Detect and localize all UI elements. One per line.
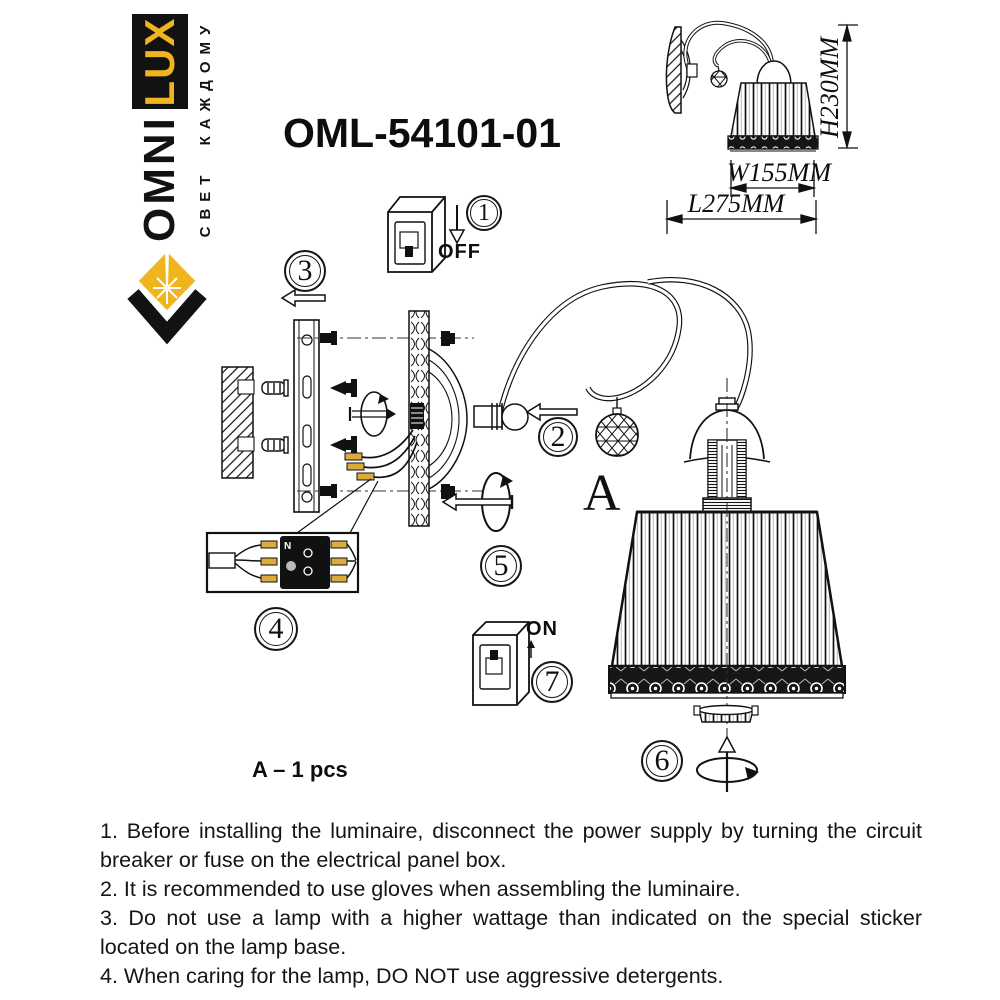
- dimension-lines: [664, 23, 858, 234]
- step-1-number: 1: [470, 199, 498, 227]
- brand-name-omni: OMNI: [135, 115, 184, 242]
- switch-on-label: ON: [526, 618, 558, 640]
- instruction-item-4: 4. When caring for the lamp, DO NOT use …: [100, 964, 724, 988]
- bracket-drawing: [293, 319, 320, 513]
- step-5-badge: 5: [480, 545, 522, 587]
- finial-drawing: [693, 704, 759, 792]
- logo-mark: [127, 246, 207, 345]
- dim-height-label: H230MM: [812, 25, 848, 150]
- instructions-list: 1. Before installing the luminaire, disc…: [100, 817, 922, 991]
- instruction-item-3: 3. Do not use a lamp with a higher watta…: [100, 906, 922, 959]
- mount-screw-rotation: [348, 391, 396, 437]
- assembled-lamp-drawing: [665, 20, 819, 152]
- arrow-left-step2: [525, 402, 578, 422]
- breaker-off-drawing: [387, 196, 466, 273]
- terminal-n-label: N: [284, 541, 291, 552]
- step-4-number: 4: [258, 611, 294, 647]
- arrow-left-step3: [280, 288, 326, 308]
- switch-off-label: OFF: [438, 241, 481, 263]
- brand-name-lux: LUX: [132, 14, 188, 110]
- step-6-number: 6: [645, 744, 679, 778]
- leader-line-1: [296, 478, 372, 534]
- step-5-number: 5: [484, 549, 518, 583]
- adjust-screw-rotation: [441, 472, 514, 532]
- brand-logo: OMNI LUX: [132, 14, 188, 242]
- instruction-item-1: 1. Before installing the luminaire, disc…: [100, 819, 922, 872]
- parts-count-label: A – 1 pcs: [252, 757, 348, 782]
- step-3-badge: 3: [284, 250, 326, 292]
- step-2-number: 2: [542, 420, 574, 453]
- leader-line-2: [349, 480, 379, 534]
- anchor-drawings: [261, 379, 289, 454]
- model-number: OML-54101-01: [283, 110, 562, 156]
- step-7-number: 7: [535, 665, 569, 699]
- screw-drawings: [320, 331, 455, 499]
- wiring-detail-drawing: N: [205, 531, 360, 594]
- step-1-badge: 1: [466, 195, 502, 231]
- step-3-number: 3: [288, 254, 322, 288]
- wall-drawing: [221, 366, 255, 479]
- step-6-badge: 6: [641, 740, 683, 782]
- breaker-on-drawing: [472, 621, 535, 706]
- step-4-badge: 4: [254, 607, 298, 651]
- brand-tagline-text: СВЕТ КАЖДОМУ: [196, 18, 214, 238]
- step-7-badge: 7: [531, 661, 573, 703]
- dim-width-label: W155MM: [727, 158, 831, 187]
- part-a-label: A: [583, 465, 621, 522]
- brand-tagline: СВЕТ КАЖДОМУ: [196, 14, 214, 242]
- instruction-item-2: 2. It is recommended to use gloves when …: [100, 877, 741, 901]
- backplate-drawing: [344, 310, 468, 527]
- step-2-badge: 2: [538, 417, 578, 457]
- arm-drawing: [473, 276, 753, 457]
- dim-height-text: H230MM: [815, 36, 844, 139]
- dim-length-label: L275MM: [687, 189, 785, 218]
